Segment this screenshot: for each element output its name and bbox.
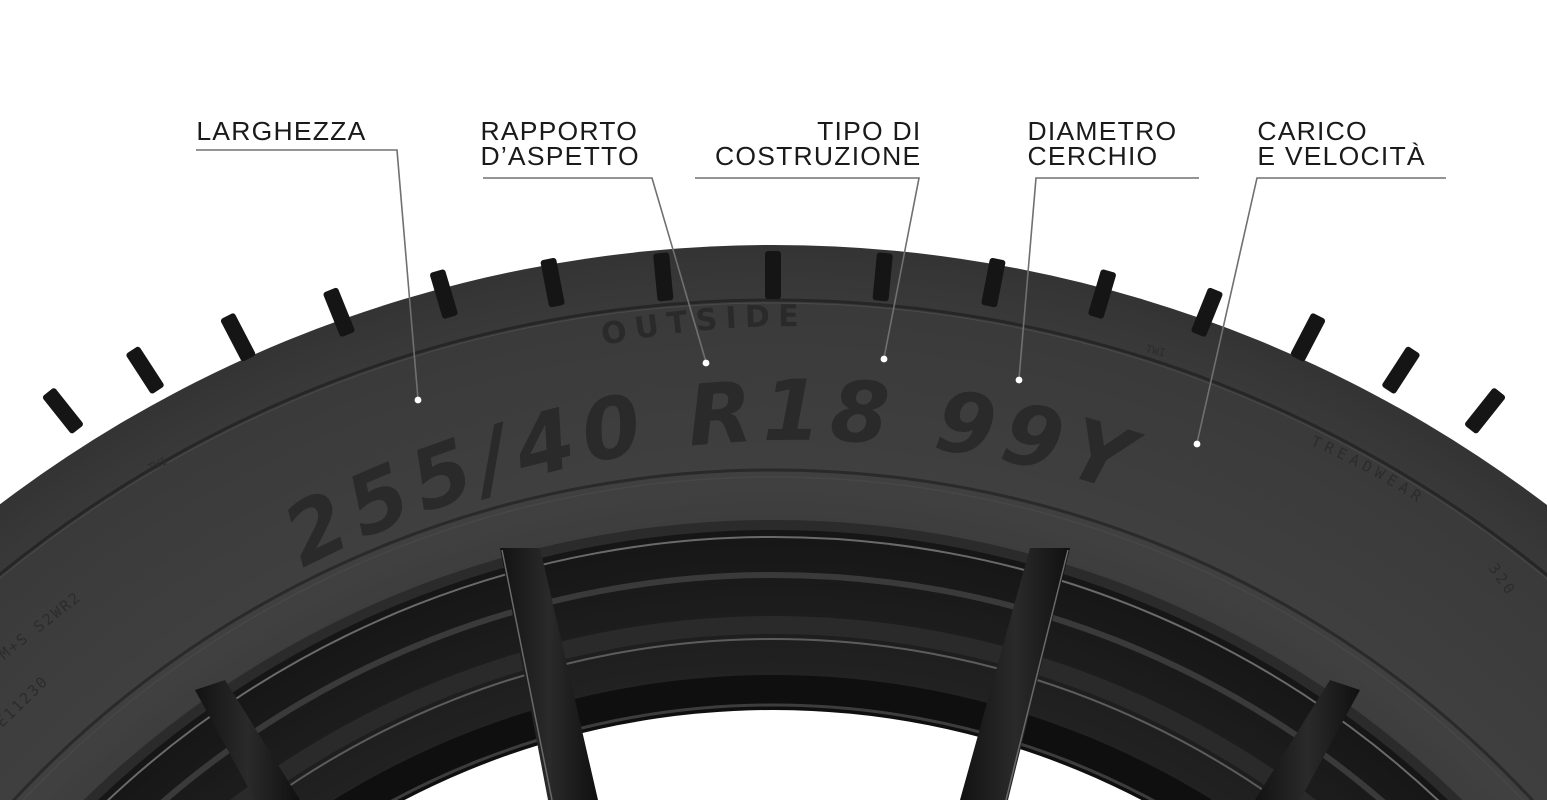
pointer-dot-construction (880, 355, 888, 363)
label-diametro-cerchio-line-2: CERCHIO (1027, 141, 1159, 171)
leader-line-construction (695, 177, 920, 359)
label-rapporto-aspetto-line-1: RAPPORTO (480, 116, 639, 146)
pointer-dot-width (414, 396, 422, 404)
pointer-dot-load-speed (1193, 440, 1201, 448)
label-carico-velocita: CARICO E VELOCITÀ (1257, 116, 1426, 171)
pointer-dot-rim (1015, 376, 1023, 384)
label-diametro-cerchio-line-1: DIAMETRO (1027, 116, 1178, 146)
label-tipo-costruzione: TIPO DI COSTRUZIONE (714, 116, 922, 171)
label-tipo-costruzione-line-1: TIPO DI (816, 116, 922, 146)
wheel-spokes (195, 548, 1360, 800)
leader-line-rim (1018, 177, 1199, 380)
pointer-dot-aspect (702, 359, 710, 367)
leader-dots (414, 355, 1201, 448)
label-carico-velocita-line-2: E VELOCITÀ (1257, 141, 1426, 171)
label-rapporto-aspetto-line-2: D’ASPETTO (480, 141, 640, 171)
leader-line-width (196, 149, 419, 400)
label-carico-velocita-line-1: CARICO (1257, 116, 1368, 146)
tread-notches (42, 251, 1506, 434)
twi-marking-right: TWI (1144, 342, 1166, 359)
label-tipo-costruzione-line-2: COSTRUZIONE (714, 141, 922, 171)
leader-line-aspect (483, 177, 707, 363)
sidewall-grooves (12, 468, 1534, 800)
label-diametro-cerchio: DIAMETRO CERCHIO (1027, 116, 1178, 171)
leader-line-load-speed (1196, 177, 1446, 444)
leader-lines (196, 149, 1446, 444)
label-rapporto-aspetto: RAPPORTO D’ASPETTO (480, 116, 640, 171)
label-larghezza-line-1: LARGHEZZA (196, 116, 367, 146)
label-larghezza: LARGHEZZA (196, 116, 367, 146)
